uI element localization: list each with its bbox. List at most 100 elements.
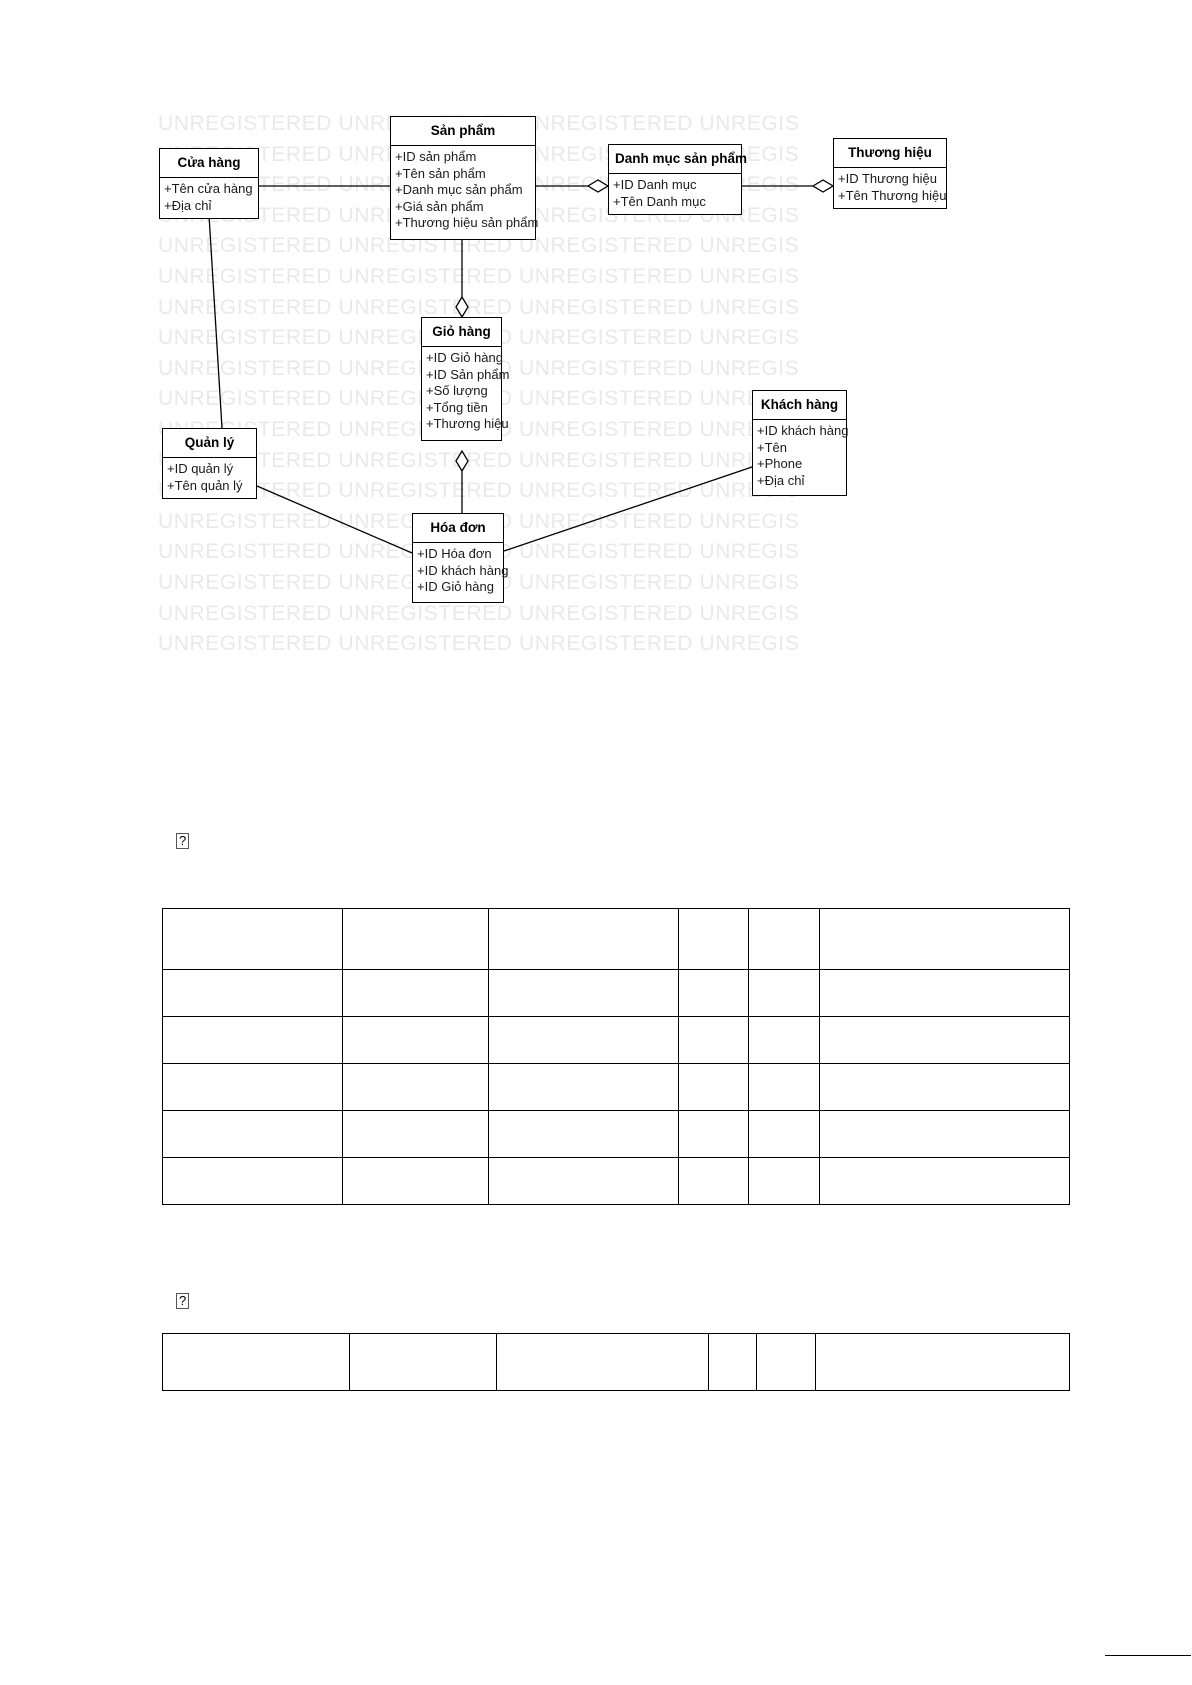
table-cell	[341, 1110, 490, 1158]
uml-attribute: +ID khách hàng	[757, 423, 849, 438]
table-cell	[162, 1016, 343, 1064]
uml-class-title: Giỏ hàng	[422, 318, 501, 347]
aggregation-diamond-thuonghieu	[811, 179, 835, 193]
table-cell	[162, 969, 343, 1017]
uml-class-attributes: +ID Hóa đơn+ID khách hàng+ID Giỏ hàng	[413, 543, 509, 600]
uml-class-title: Thương hiệu	[834, 139, 946, 168]
uml-attribute: +ID Hóa đơn	[417, 546, 492, 561]
table-cell	[755, 1333, 817, 1391]
table-cell	[488, 969, 680, 1017]
table-cell	[341, 908, 490, 970]
uml-attribute: +Thương hiệu sản phẩm	[395, 215, 539, 230]
uml-class-thuong-hieu: Thương hiệu+ID Thương hiệu+Tên Thương hi…	[833, 138, 947, 209]
uml-class-attributes: +ID quản lý+Tên quản lý	[163, 458, 256, 498]
uml-class-gio-hang: Giỏ hàng+ID Giỏ hàng+ID Sản phẩm+Số lượn…	[421, 317, 510, 441]
uml-attribute: +ID Thương hiệu	[838, 171, 938, 186]
missing-image-placeholder: ?	[176, 1293, 190, 1309]
table-cell	[678, 1016, 749, 1064]
table-cell	[488, 1016, 680, 1064]
table-cell	[341, 969, 490, 1017]
table-row	[162, 1016, 1071, 1064]
table-row	[161, 1333, 1070, 1391]
table-row	[162, 1063, 1071, 1111]
uml-attribute: +Số lượng	[426, 383, 488, 398]
uml-attribute: +Tên sản phẩm	[395, 165, 486, 181]
uml-attribute: +Tổng tiền	[426, 399, 488, 415]
uml-attribute: +ID Sản phẩm	[426, 366, 510, 382]
table-cell	[341, 1016, 490, 1064]
diagram-connectors	[208, 179, 835, 554]
table-cell	[815, 1333, 1070, 1391]
table-cell	[488, 1157, 680, 1205]
aggregation-diamond-hoadon	[455, 449, 469, 473]
table-cell	[818, 969, 1071, 1017]
table-row	[162, 908, 1071, 970]
table-cell	[747, 1063, 820, 1111]
uml-class-attributes: +ID Danh mục+Tên Danh mục	[609, 174, 741, 214]
document-table	[161, 1333, 1070, 1391]
uml-attribute: +ID Giỏ hàng	[426, 350, 503, 365]
table-cell	[162, 1110, 343, 1158]
table-cell	[678, 1110, 749, 1158]
table-cell	[818, 1157, 1071, 1205]
table-cell	[747, 969, 820, 1017]
table-cell	[488, 1110, 680, 1158]
uml-class-attributes: +ID sản phẩm+Tên sản phẩm+Danh mục sản p…	[391, 146, 539, 236]
footer-rule	[1105, 1655, 1191, 1656]
uml-attribute: +Tên Danh mục	[613, 193, 706, 209]
uml-class-attributes: +ID Giỏ hàng+ID Sản phẩm+Số lượng+Tổng t…	[422, 347, 510, 437]
uml-attribute: +Địa chỉ	[164, 197, 212, 213]
table-cell	[818, 1110, 1071, 1158]
uml-class-attributes: +Tên cửa hàng+Địa chỉ	[160, 178, 258, 218]
link-khachhang-hoadon	[503, 466, 753, 552]
table-cell	[818, 1063, 1071, 1111]
link-cuahang-quanly	[208, 214, 223, 429]
uml-attribute: +ID sản phẩm	[395, 149, 477, 164]
table-row	[162, 969, 1071, 1017]
table-cell	[818, 908, 1071, 970]
table-cell	[678, 908, 749, 970]
uml-class-attributes: +ID khách hàng+Tên+Phone+Địa chỉ	[753, 420, 849, 493]
uml-attribute: +Tên cửa hàng	[164, 181, 253, 196]
uml-attribute: +Tên quản lý	[167, 477, 243, 493]
uml-attribute: +Địa chỉ	[757, 472, 805, 488]
table-cell	[495, 1333, 710, 1391]
uml-class-san-pham: Sản phẩm+ID sản phẩm+Tên sản phẩm+Danh m…	[390, 116, 539, 240]
uml-attribute: +Tên Thương hiệu	[838, 187, 947, 203]
table-cell	[678, 1157, 749, 1205]
uml-class-title: Cửa hàng	[160, 149, 258, 178]
uml-attribute: +Giá sản phẩm	[395, 198, 484, 214]
uml-attribute: +Danh mục sản phẩm	[395, 182, 523, 197]
table-cell	[488, 1063, 680, 1111]
table-row	[162, 1157, 1071, 1205]
uml-attribute: +ID khách hàng	[417, 562, 509, 578]
uml-attribute: +Thương hiệu	[426, 416, 509, 431]
table-cell	[341, 1063, 490, 1111]
uml-class-khach-hang: Khách hàng+ID khách hàng+Tên+Phone+Địa c…	[752, 390, 849, 496]
link-quanly-hoadon	[256, 485, 413, 554]
table-cell	[162, 1063, 343, 1111]
uml-class-cua-hang: Cửa hàng+Tên cửa hàng+Địa chỉ	[159, 148, 259, 219]
aggregation-diamond-danhmuc	[586, 179, 610, 193]
uml-class-quan-ly: Quản lý+ID quản lý+Tên quản lý	[162, 428, 257, 499]
uml-class-title: Khách hàng	[753, 391, 846, 420]
uml-attribute: +Phone	[757, 456, 803, 471]
uml-class-title: Danh mục sản phẩm	[609, 145, 747, 174]
table-cell	[162, 1157, 343, 1205]
table-cell	[349, 1333, 497, 1391]
table-cell	[747, 1016, 820, 1064]
table-cell	[747, 908, 820, 970]
table-row	[162, 1110, 1071, 1158]
uml-attribute: +ID Giỏ hàng	[417, 579, 494, 594]
document-table	[162, 908, 1071, 1205]
table-cell	[161, 1333, 351, 1391]
uml-attribute: +Tên	[757, 439, 787, 455]
table-cell	[162, 908, 343, 970]
table-cell	[341, 1157, 490, 1205]
table-cell	[488, 908, 680, 970]
uml-class-danh-muc-san-pham: Danh mục sản phẩm+ID Danh mục+Tên Danh m…	[608, 144, 747, 215]
table-cell	[818, 1016, 1071, 1064]
uml-class-title: Hóa đơn	[413, 514, 503, 543]
uml-class-attributes: +ID Thương hiệu+Tên Thương hiệu	[834, 168, 946, 208]
